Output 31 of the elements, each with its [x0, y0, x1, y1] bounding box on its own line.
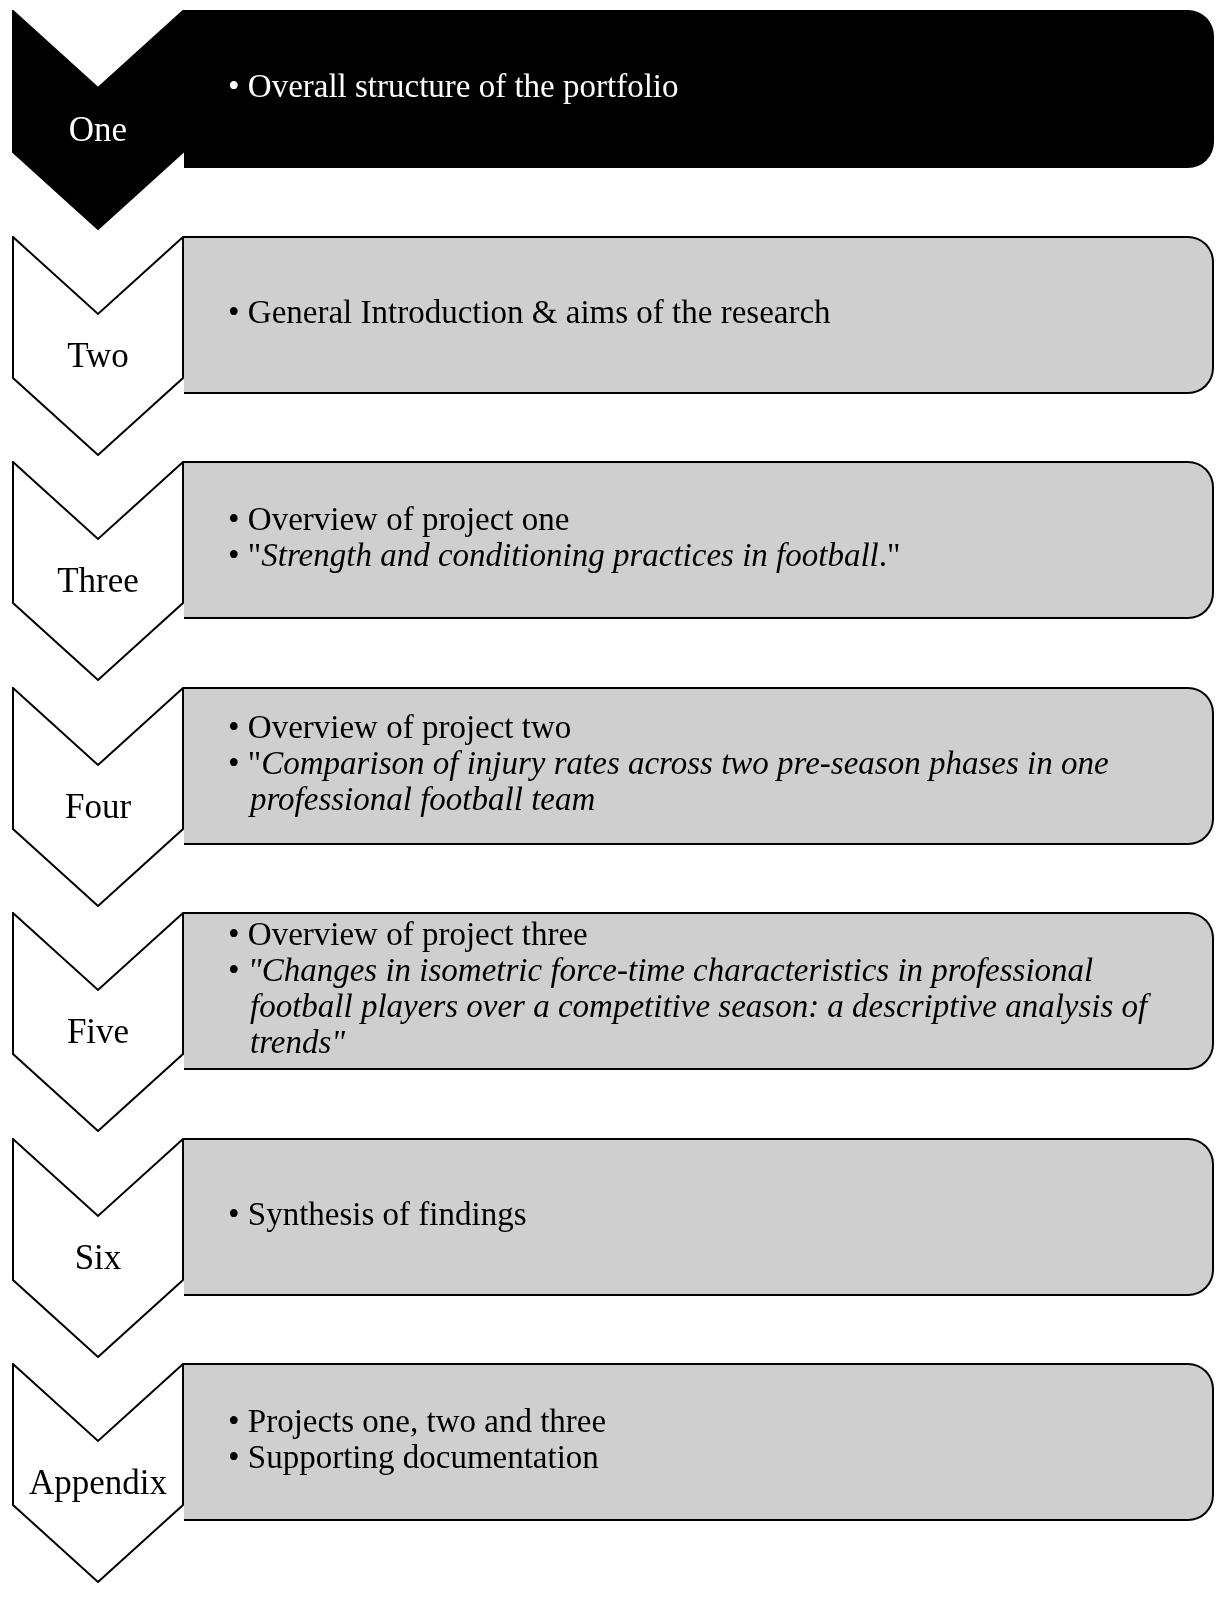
bullet-text: • Synthesis of findings [228, 1195, 528, 1232]
bullet-text: • Overview of project one [228, 501, 571, 537]
chevron-tab [12, 912, 184, 1132]
chevron-label: Two [66, 335, 130, 376]
chevron-label: One [67, 110, 129, 150]
bullet-text: • General Introduction & aims of the research [228, 293, 832, 330]
chevron-label: Four [63, 786, 133, 827]
chevron-tab [12, 686, 184, 907]
content-box [184, 912, 1214, 1070]
content-box [184, 686, 1214, 845]
content-box [184, 461, 1214, 619]
bullet-text: • Overview of project three [228, 916, 589, 952]
chevron-tab [12, 1363, 184, 1583]
chevron-tab [12, 235, 184, 456]
bullet-text: • Supporting documentation [228, 1439, 600, 1475]
chevron-label: Appendix [27, 1463, 168, 1503]
bullet-text: • Projects one, two and three [228, 1403, 608, 1439]
content-box [184, 1363, 1214, 1521]
bullet-text: • Overview of project two [228, 708, 573, 745]
bullet-text: • "Changes in isometric force-time characteristics in professional football players over a competitive season: a descriptive analysis of trends" [228, 952, 1204, 1060]
chevron-tab [12, 461, 184, 681]
chevron-label: Five [65, 1012, 131, 1052]
chevron-tab [12, 10, 184, 230]
content-box [184, 1137, 1214, 1296]
content-box [184, 235, 1214, 394]
bullet-text: • "Comparison of injury rates across two pre-season phases in one professional football team [228, 744, 1110, 817]
chevron-tab [12, 1137, 184, 1358]
chevron-label: Six [73, 1237, 123, 1278]
bullet-text: • "Strength and conditioning practices in football." [228, 537, 902, 573]
chevron-label: Three [56, 561, 140, 601]
bullet-text: • Overall structure of the portfolio [228, 68, 680, 104]
